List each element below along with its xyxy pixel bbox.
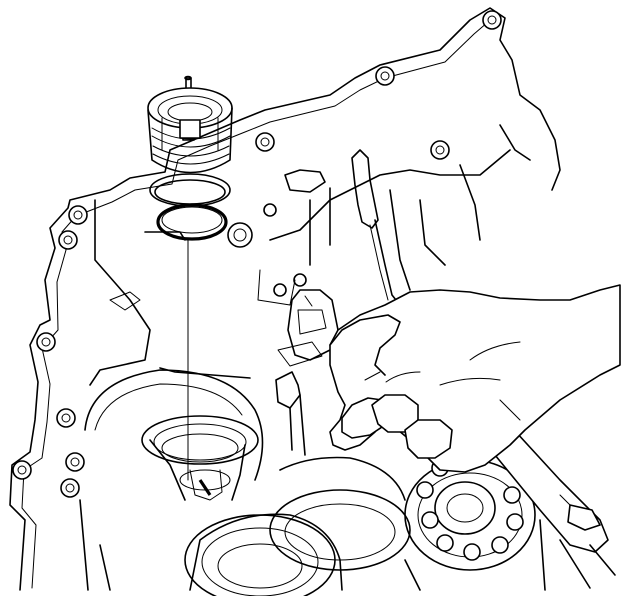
- o-ring-lower: [156, 203, 228, 241]
- transmission-case: [9, 7, 561, 591]
- flange-bolts: [12, 10, 502, 498]
- accumulator-piston: [147, 75, 233, 174]
- hand: [329, 284, 621, 473]
- accumulator-bore: [141, 415, 259, 501]
- accumulator-bore-area: [79, 367, 411, 596]
- shift-lever: [351, 149, 397, 301]
- o-ring-upper: [149, 173, 231, 207]
- air-nozzle: [494, 419, 616, 589]
